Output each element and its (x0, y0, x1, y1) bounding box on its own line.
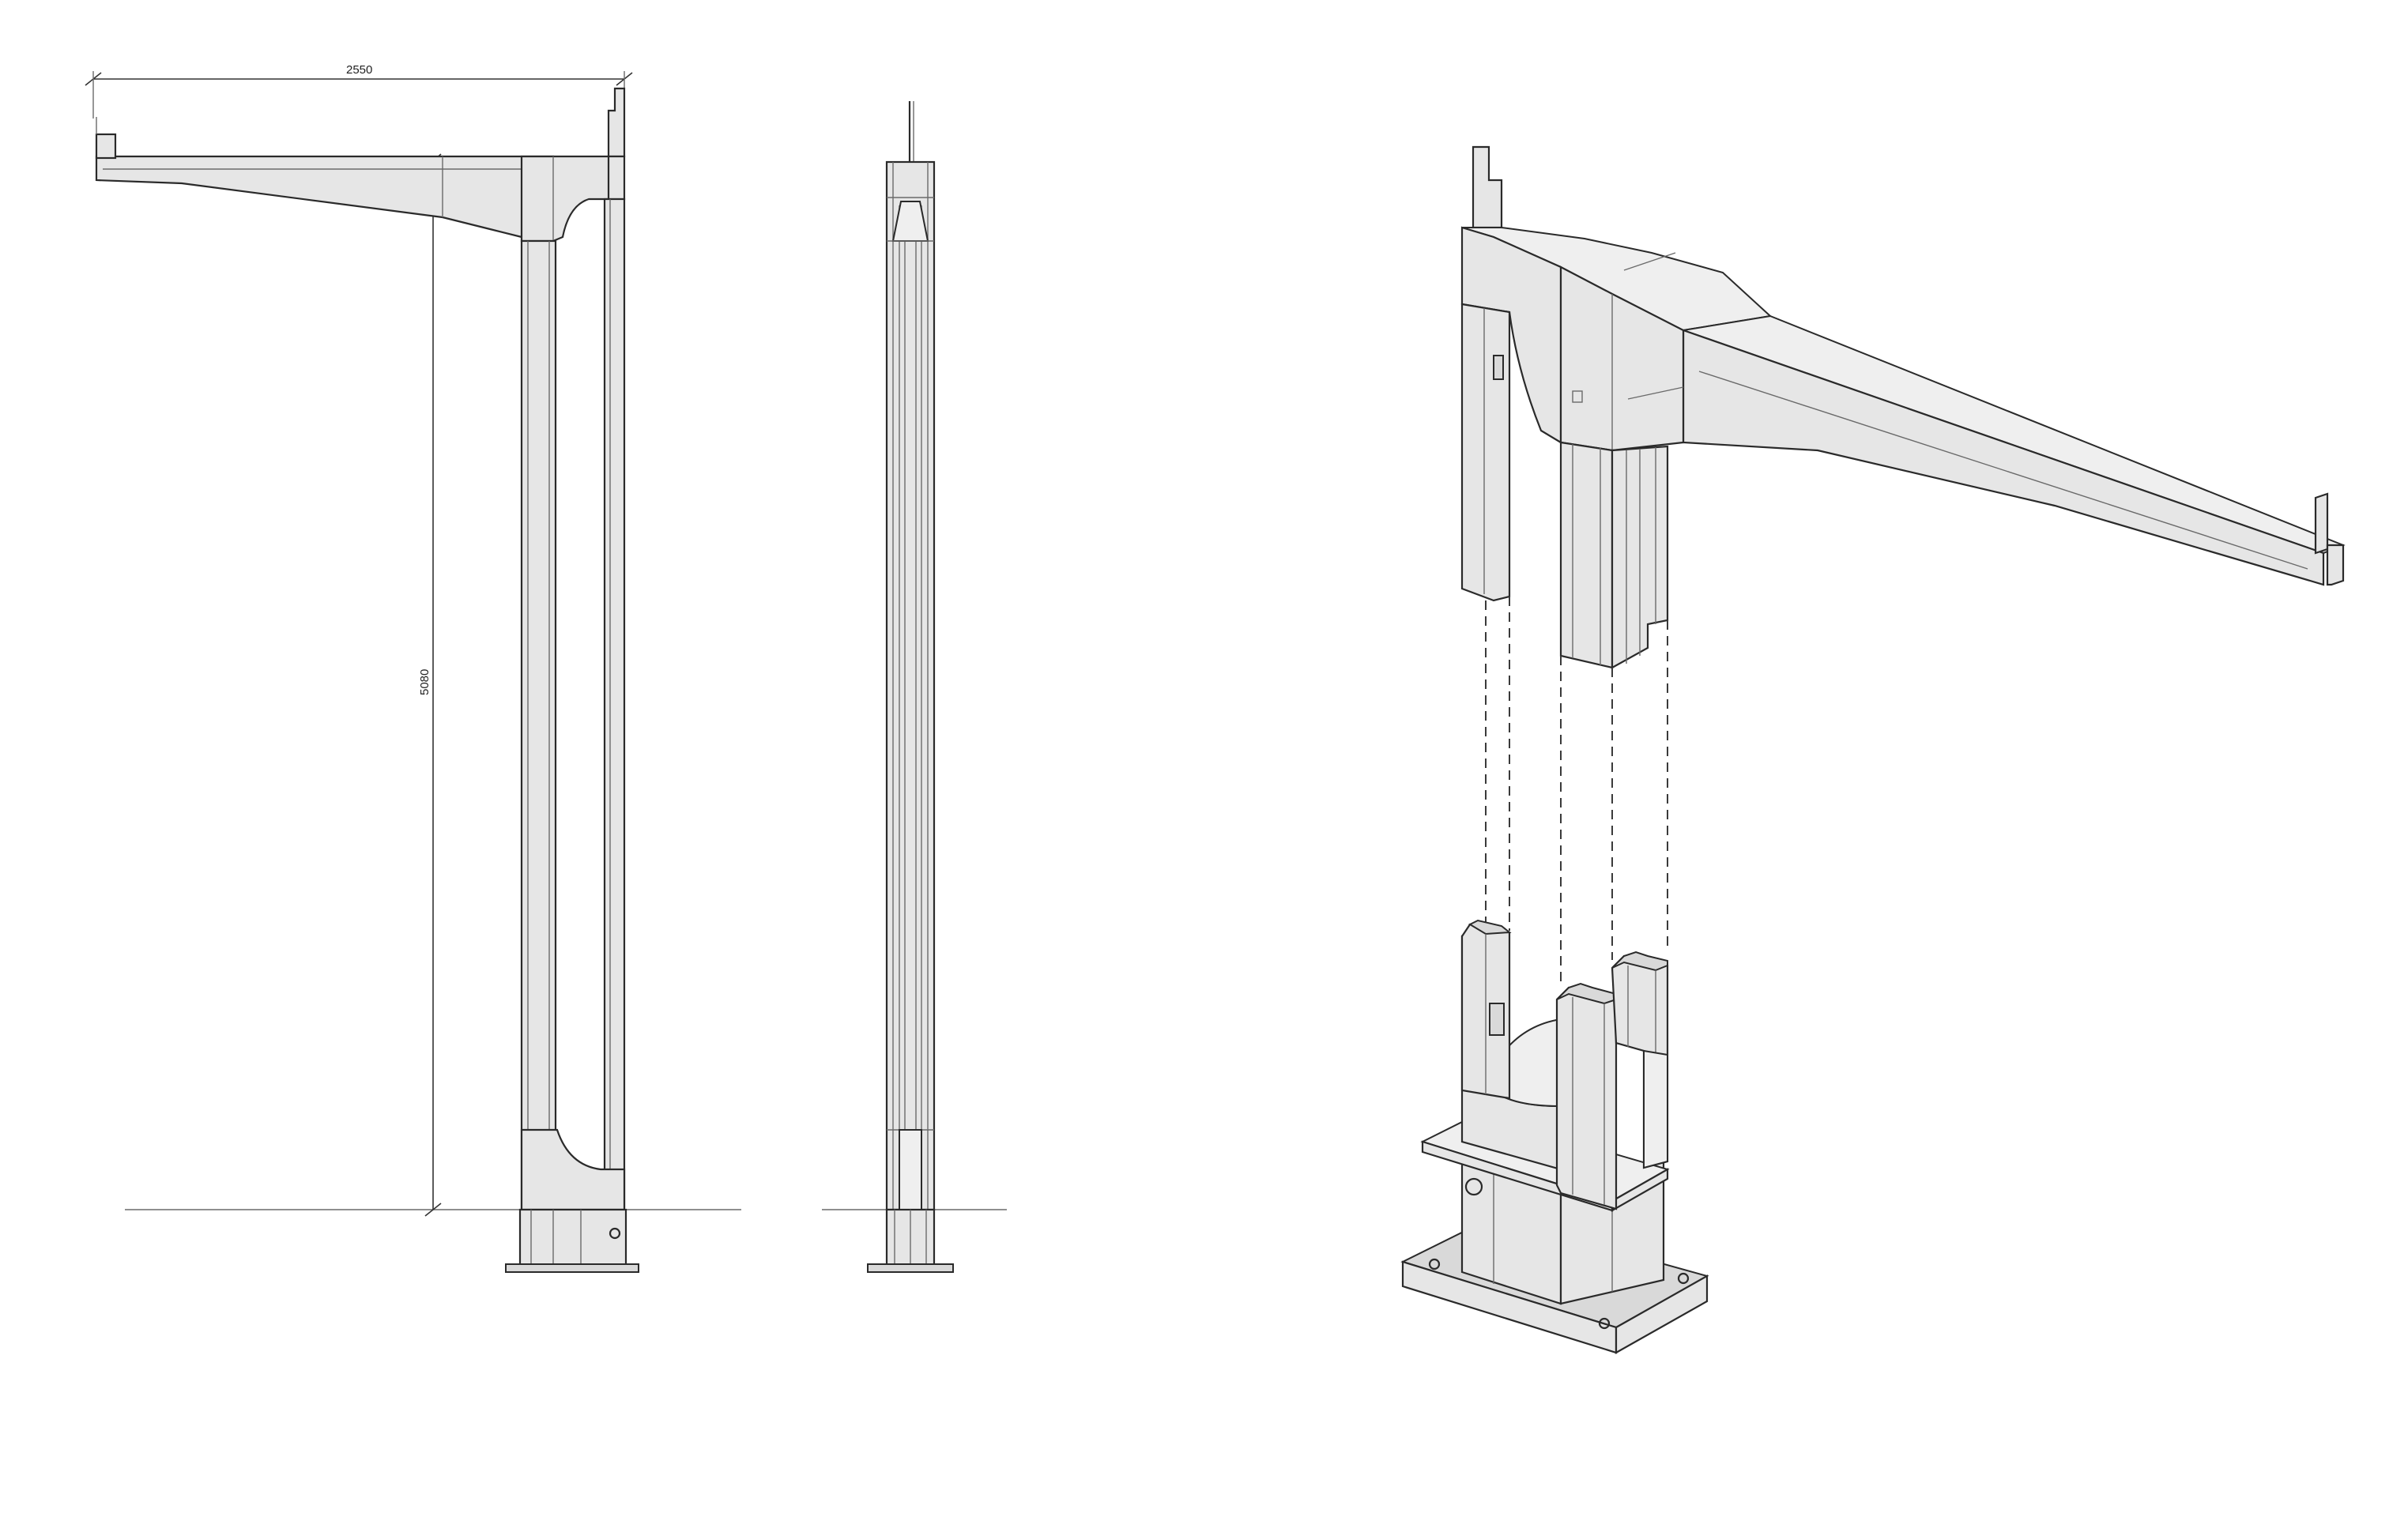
column-head (520, 155, 614, 243)
main-column (520, 239, 557, 1211)
iso-arm-end-stop (2314, 492, 2329, 555)
iso-top-stub (1472, 145, 1503, 229)
iso-upper-left-post (1460, 303, 1511, 602)
assembly-guide-lines (1485, 597, 1668, 988)
exploded-isometric-view (1400, 145, 2346, 1354)
front-elevation-view (822, 101, 1007, 1273)
foundation-sleeve (518, 1208, 627, 1272)
side-elevation-view: 2550 5080 (85, 63, 741, 1273)
width-dimension-label: 2550 (346, 63, 372, 77)
bottom-bracket (520, 1128, 626, 1211)
arm-end-stop (95, 133, 117, 160)
iso-upper-channel-1 (1559, 441, 1614, 669)
iso-lower-channel-1 (1555, 986, 1618, 1210)
base-plate-front (867, 1263, 954, 1273)
height-dimension: 5080 (418, 153, 442, 1217)
iso-arm-side (1682, 329, 2325, 586)
front-column (885, 160, 936, 1211)
top-cap (607, 87, 626, 158)
height-dimension-label: 5080 (418, 669, 431, 695)
width-dimension: 2550 (85, 63, 633, 119)
base-plate-left (505, 1263, 639, 1273)
rear-post (603, 198, 626, 1211)
